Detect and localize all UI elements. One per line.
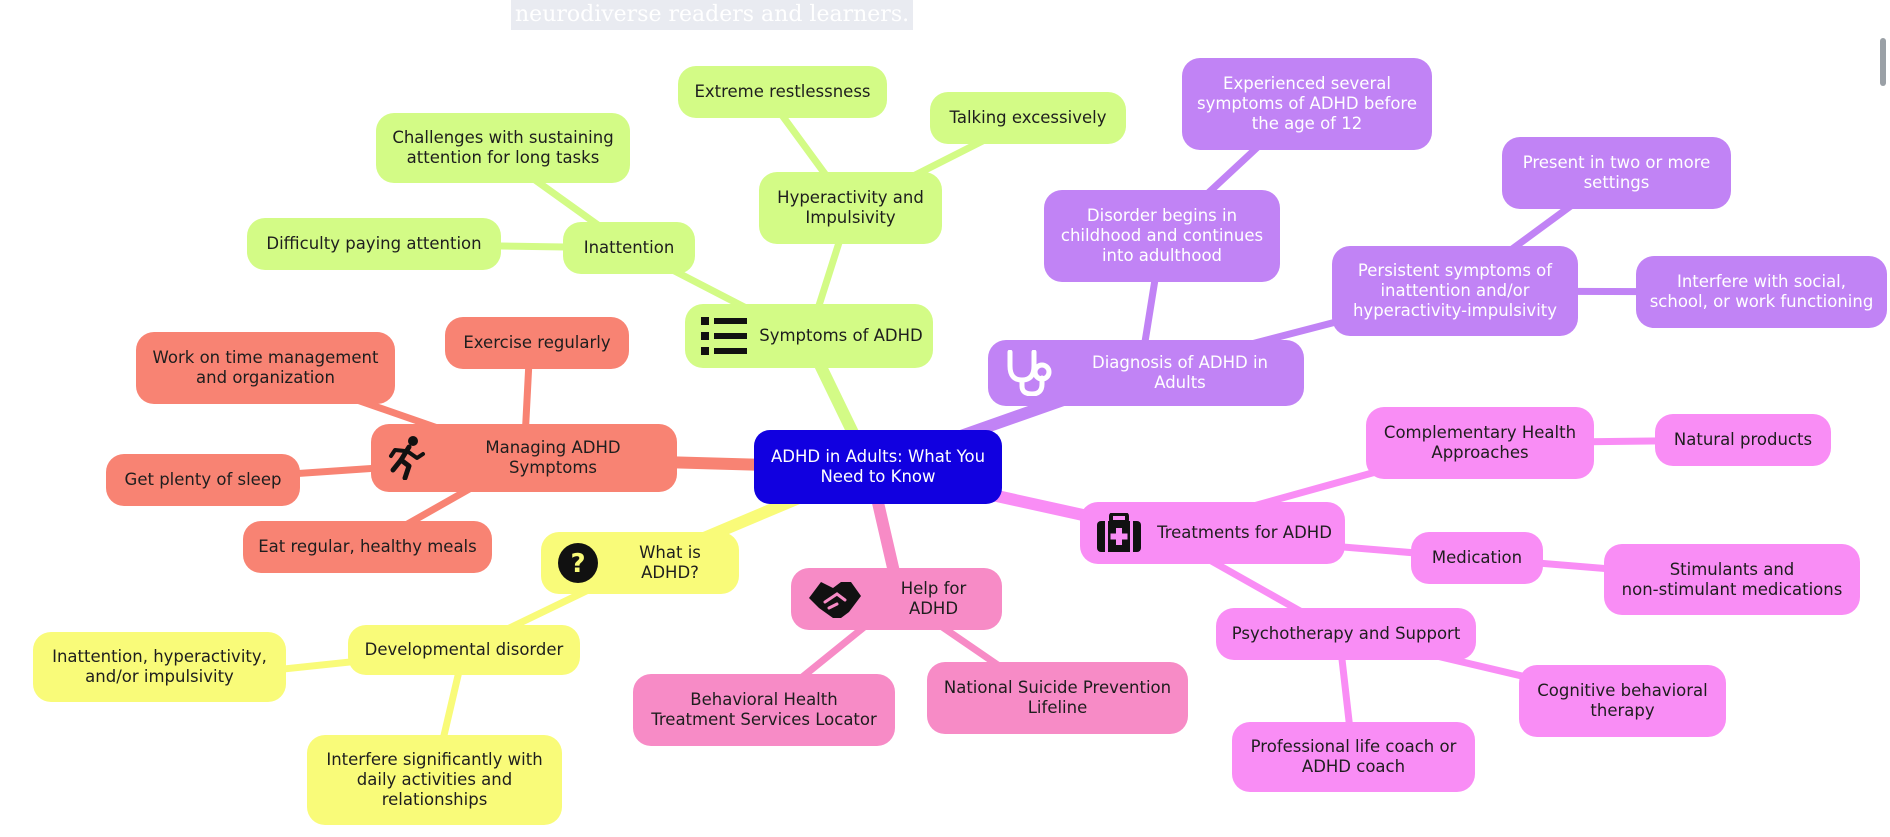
node-label: Stimulants and non-stimulant medications: [1621, 559, 1843, 599]
node-inattention[interactable]: Inattention: [563, 222, 695, 274]
topic-label: What is ADHD?: [639, 543, 701, 582]
node-interfere-daily-activities[interactable]: Interfere significantly with daily activ…: [307, 735, 562, 825]
topic-help[interactable]: Help for ADHD: [791, 568, 1002, 630]
central-topic-label: ADHD in Adults: What You Need to Know: [770, 447, 986, 486]
node-label: Talking excessively: [949, 108, 1107, 128]
first-aid-kit-icon: [1096, 513, 1142, 553]
node-label: Eat regular, healthy meals: [258, 537, 477, 557]
node-medication[interactable]: Medication: [1411, 532, 1543, 584]
node-label: National Suicide Prevention Lifeline: [943, 678, 1172, 717]
node-psychotherapy-support[interactable]: Psychotherapy and Support: [1216, 608, 1476, 660]
topic-label: Diagnosis of ADHD in Adults: [1092, 353, 1268, 392]
list-icon: [701, 316, 747, 356]
node-experienced-symptoms-before-12[interactable]: Experienced several symptoms of ADHD bef…: [1182, 58, 1432, 150]
node-label: Inattention, hyperactivity, and/or impul…: [52, 647, 267, 686]
topic-treatments[interactable]: Treatments for ADHD: [1080, 502, 1345, 564]
topic-diagnosis[interactable]: Diagnosis of ADHD in Adults: [988, 340, 1304, 406]
node-label: Interfere significantly with daily activ…: [326, 750, 543, 809]
topic-symptoms[interactable]: Symptoms of ADHD: [685, 304, 933, 368]
central-topic[interactable]: ADHD in Adults: What You Need to Know: [754, 430, 1002, 504]
node-present-two-settings[interactable]: Present in two or more settings: [1502, 137, 1731, 209]
node-extreme-restlessness[interactable]: Extreme restlessness: [678, 66, 887, 118]
node-label: Difficulty paying attention: [266, 234, 482, 254]
node-label: Interfere with social, school, or work f…: [1649, 272, 1874, 311]
node-persistent-symptoms[interactable]: Persistent symptoms of inattention and/o…: [1332, 246, 1578, 336]
svg-text:?: ?: [570, 549, 585, 579]
stethoscope-icon: [1004, 350, 1054, 396]
node-disorder-begins-childhood[interactable]: Disorder begins in childhood and continu…: [1044, 190, 1280, 282]
node-developmental-disorder[interactable]: Developmental disorder: [348, 625, 580, 675]
question-circle-icon: ?: [557, 542, 599, 584]
node-get-plenty-of-sleep[interactable]: Get plenty of sleep: [106, 454, 300, 506]
node-life-coach[interactable]: Professional life coach or ADHD coach: [1232, 722, 1475, 792]
handshake-icon: [807, 578, 863, 620]
node-label: Experienced several symptoms of ADHD bef…: [1197, 74, 1417, 133]
node-label: Work on time management and organization: [152, 348, 379, 387]
node-stimulants[interactable]: Stimulants and non-stimulant medications: [1604, 544, 1860, 615]
node-label: Natural products: [1673, 430, 1813, 450]
node-label: Complementary Health Approaches: [1383, 423, 1577, 462]
header-text: neurodiverse readers and learners.: [511, 0, 914, 30]
node-hyperactivity-impulsivity[interactable]: Hyperactivity and Impulsivity: [759, 172, 942, 244]
node-label: Medication: [1431, 548, 1523, 568]
node-label: Hyperactivity and Impulsivity: [777, 188, 924, 227]
node-inattention-hyperactivity[interactable]: Inattention, hyperactivity, and/or impul…: [33, 632, 286, 702]
node-label: Get plenty of sleep: [124, 470, 282, 490]
topic-label: Managing ADHD Symptoms: [485, 438, 621, 477]
node-label: Developmental disorder: [364, 640, 564, 660]
node-exercise-regularly[interactable]: Exercise regularly: [445, 317, 629, 369]
scrollbar-thumb[interactable]: [1880, 38, 1886, 86]
node-label: Cognitive behavioral therapy: [1537, 681, 1708, 720]
node-label: Professional life coach or ADHD coach: [1250, 737, 1457, 776]
node-label: Psychotherapy and Support: [1231, 624, 1461, 644]
node-complementary-health[interactable]: Complementary Health Approaches: [1366, 407, 1594, 479]
topic-label: Help for ADHD: [900, 579, 967, 618]
node-difficulty-paying-attention[interactable]: Difficulty paying attention: [247, 218, 501, 270]
node-talking-excessively[interactable]: Talking excessively: [930, 92, 1126, 144]
topic-label: Symptoms of ADHD: [759, 326, 923, 346]
node-cognitive-behavioral-therapy[interactable]: Cognitive behavioral therapy: [1519, 665, 1726, 737]
node-challenges-sustaining-attention[interactable]: Challenges with sustaining attention for…: [376, 113, 630, 183]
node-interfere-social-functioning[interactable]: Interfere with social, school, or work f…: [1636, 256, 1887, 328]
topic-managing-symptoms[interactable]: Managing ADHD Symptoms: [371, 424, 677, 492]
node-label: Present in two or more settings: [1522, 153, 1711, 192]
node-label: Extreme restlessness: [694, 82, 871, 102]
node-label: Behavioral Health Treatment Services Loc…: [651, 690, 877, 729]
node-label: Exercise regularly: [463, 333, 611, 353]
node-time-management[interactable]: Work on time management and organization: [136, 332, 395, 404]
topic-label: Treatments for ADHD: [1157, 523, 1332, 543]
node-label: Persistent symptoms of inattention and/o…: [1352, 261, 1558, 320]
node-eat-healthy-meals[interactable]: Eat regular, healthy meals: [243, 521, 492, 573]
node-label: Disorder begins in childhood and continu…: [1060, 206, 1264, 265]
topic-what-is-adhd[interactable]: ? What is ADHD?: [541, 532, 739, 594]
node-natural-products[interactable]: Natural products: [1655, 414, 1831, 466]
node-label: Inattention: [583, 238, 675, 258]
running-person-icon: [387, 436, 427, 480]
node-treatment-services-locator[interactable]: Behavioral Health Treatment Services Loc…: [633, 674, 895, 746]
node-suicide-prevention-lifeline[interactable]: National Suicide Prevention Lifeline: [927, 662, 1188, 734]
node-label: Challenges with sustaining attention for…: [392, 128, 614, 167]
